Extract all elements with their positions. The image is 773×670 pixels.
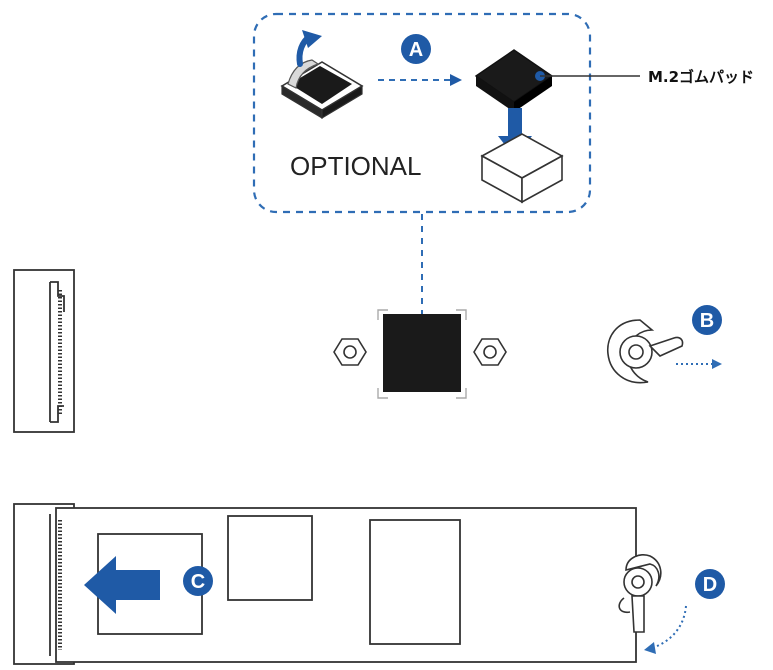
optional-label: OPTIONAL	[290, 151, 421, 181]
rubber-pad-label: M.2ゴムパッド	[648, 68, 754, 86]
hex-nut-left-icon	[333, 338, 367, 366]
step-b-badge: B	[692, 305, 722, 335]
optional-dashed-frame	[252, 12, 592, 214]
peel-arrow-icon	[296, 30, 322, 67]
q-latch-open-illustration	[607, 319, 684, 384]
step-a-badge: A	[401, 34, 431, 64]
pad-corner-marks	[377, 309, 467, 399]
m2-card-assembly	[13, 503, 637, 665]
m2-slot-connector	[13, 269, 75, 433]
step-b-label: B	[700, 310, 714, 332]
hex-nut-right-icon	[473, 338, 507, 366]
slide-left-arrow-icon	[84, 556, 160, 614]
heatsink-block-illustration	[480, 133, 564, 204]
step-c-label: C	[191, 571, 205, 593]
chip-outline-large	[369, 519, 461, 645]
step-d-badge: D	[695, 569, 725, 599]
pull-right-dotted-arrow	[676, 359, 722, 369]
rubber-pad-illustration	[474, 49, 554, 112]
q-latch-closed-illustration	[618, 554, 662, 633]
chip-outline-medium	[227, 515, 313, 601]
step-c-badge: C	[183, 566, 213, 596]
black-pad-top-view	[383, 314, 461, 392]
rotate-arrow-icon	[644, 605, 687, 654]
pad-mount-illustration	[333, 309, 507, 399]
step-d-label: D	[703, 574, 717, 596]
optional-panel: A OPTIONAL	[252, 12, 640, 214]
step-a-label: A	[409, 39, 423, 61]
peeling-pad-illustration	[280, 59, 364, 120]
dashed-arrow-right	[378, 74, 462, 86]
